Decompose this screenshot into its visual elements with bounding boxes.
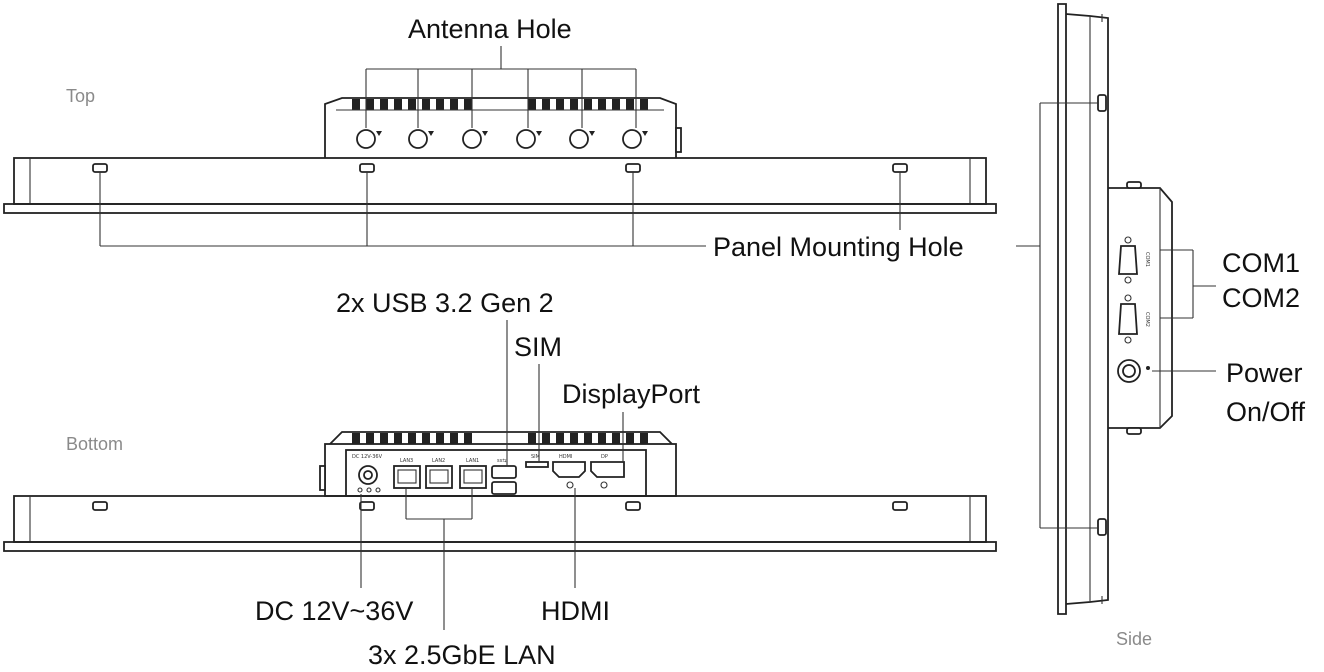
antenna-holes bbox=[356, 129, 648, 149]
top-mounting-holes bbox=[92, 163, 908, 173]
callout-dc-power: DC 12V~36V bbox=[255, 596, 413, 626]
power-button bbox=[1117, 359, 1150, 383]
bottom-view: DC 12V-36V LAN3 LAN2 LAN1 ss⇆ SIM HDMI D… bbox=[3, 320, 997, 630]
port-label-lan1: LAN1 bbox=[466, 458, 479, 464]
callout-antenna-hole: Antenna Hole bbox=[408, 14, 572, 44]
com1-port: COM1 bbox=[1118, 236, 1150, 284]
callout-power-line1: Power bbox=[1226, 358, 1303, 388]
antenna-hole-leaders bbox=[365, 46, 637, 128]
port-label-dp: DP bbox=[601, 454, 608, 460]
usb-ports bbox=[491, 465, 517, 495]
dc-jack-port bbox=[357, 465, 381, 493]
port-label-hdmi: HDMI bbox=[559, 454, 572, 460]
callout-sim: SIM bbox=[514, 332, 562, 362]
callout-com1: COM1 bbox=[1222, 248, 1300, 278]
port-label-sim: SIM bbox=[531, 454, 540, 460]
hdmi-port bbox=[552, 461, 586, 489]
side-mounting-hole-lower bbox=[1097, 518, 1107, 536]
callout-usb: 2x USB 3.2 Gen 2 bbox=[336, 288, 554, 318]
callout-power-line2: On/Off bbox=[1226, 397, 1306, 427]
callout-com2: COM2 bbox=[1222, 283, 1300, 313]
port-label-com2: COM2 bbox=[1144, 312, 1150, 327]
view-label-top: Top bbox=[66, 86, 95, 106]
side-mounting-hole-upper bbox=[1097, 94, 1107, 112]
port-label-dc: DC 12V-36V bbox=[352, 454, 383, 460]
top-view bbox=[3, 46, 997, 247]
sim-slot bbox=[525, 461, 549, 468]
displayport-port bbox=[590, 461, 625, 489]
com2-port: COM2 bbox=[1118, 294, 1150, 344]
lan-ports bbox=[393, 465, 487, 489]
view-label-side: Side bbox=[1116, 629, 1152, 649]
bottom-mounting-holes bbox=[92, 501, 908, 511]
port-label-lan2: LAN2 bbox=[432, 458, 445, 464]
top-heatsink-fins bbox=[336, 99, 664, 111]
side-view: COM1 COM2 bbox=[1016, 3, 1216, 615]
bottom-port-leaders bbox=[360, 320, 624, 630]
callout-displayport: DisplayPort bbox=[562, 379, 701, 409]
view-label-bottom: Bottom bbox=[66, 434, 123, 454]
callout-hdmi: HDMI bbox=[541, 596, 610, 626]
side-leaders bbox=[1016, 102, 1216, 529]
bottom-heatsink-fins bbox=[329, 431, 673, 445]
port-label-lan3: LAN3 bbox=[400, 458, 413, 464]
panel-mounting-hole-leaders bbox=[99, 172, 901, 247]
callout-lan: 3x 2.5GbE LAN bbox=[368, 640, 556, 670]
callout-panel-mounting-hole: Panel Mounting Hole bbox=[713, 232, 964, 262]
port-label-com1: COM1 bbox=[1144, 252, 1150, 267]
port-label-usb: ss⇆ bbox=[497, 458, 506, 464]
